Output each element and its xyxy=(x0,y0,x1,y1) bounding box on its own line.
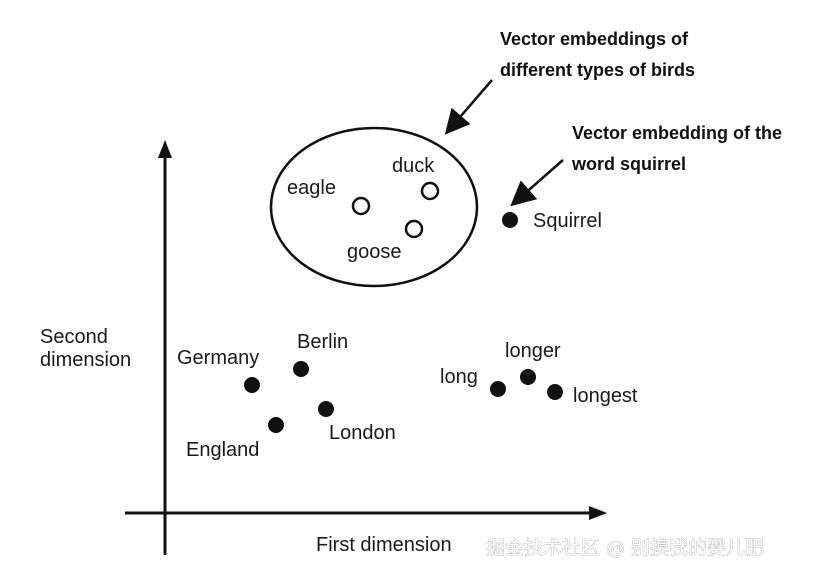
label-london: London xyxy=(329,422,396,444)
point-england xyxy=(268,417,284,433)
y-axis-label-line2: dimension xyxy=(40,349,131,371)
point-germany xyxy=(244,377,260,393)
label-squirrel: Squirrel xyxy=(533,210,602,232)
label-germany: Germany xyxy=(177,347,259,369)
birds-annotation-line2: different types of birds xyxy=(500,60,695,80)
label-duck: duck xyxy=(392,155,435,177)
point-longer xyxy=(520,369,536,385)
label-longest: longest xyxy=(573,385,638,407)
point-london xyxy=(318,401,334,417)
birds-annotation-arrow xyxy=(444,79,493,135)
x-axis-arrowhead xyxy=(589,506,607,520)
y-axis-label-line1: Second xyxy=(40,326,108,348)
label-longer: longer xyxy=(505,340,561,362)
point-goose xyxy=(404,219,424,239)
point-duck xyxy=(420,181,440,201)
label-eagle: eagle xyxy=(287,177,336,199)
label-england: England xyxy=(186,439,259,461)
point-longest xyxy=(547,384,563,400)
squirrel-annotation-line2: word squirrel xyxy=(571,154,686,174)
x-axis-label: First dimension xyxy=(316,534,452,556)
label-goose: goose xyxy=(347,241,402,263)
point-squirrel xyxy=(502,212,518,228)
label-berlin: Berlin xyxy=(297,331,348,353)
squirrel-annotation-line1: Vector embedding of the xyxy=(572,123,782,143)
point-eagle xyxy=(351,196,371,216)
y-axis-arrowhead xyxy=(158,140,172,158)
point-long xyxy=(490,381,506,397)
watermark-text: 掘金技术社区 @ 别摸我的婴儿肥 xyxy=(486,537,764,559)
label-long: long xyxy=(440,366,478,388)
point-berlin xyxy=(293,361,309,377)
squirrel-annotation-arrow xyxy=(510,159,564,207)
bird-cluster-ellipse xyxy=(269,126,479,288)
birds-annotation-line1: Vector embeddings of xyxy=(500,29,689,49)
